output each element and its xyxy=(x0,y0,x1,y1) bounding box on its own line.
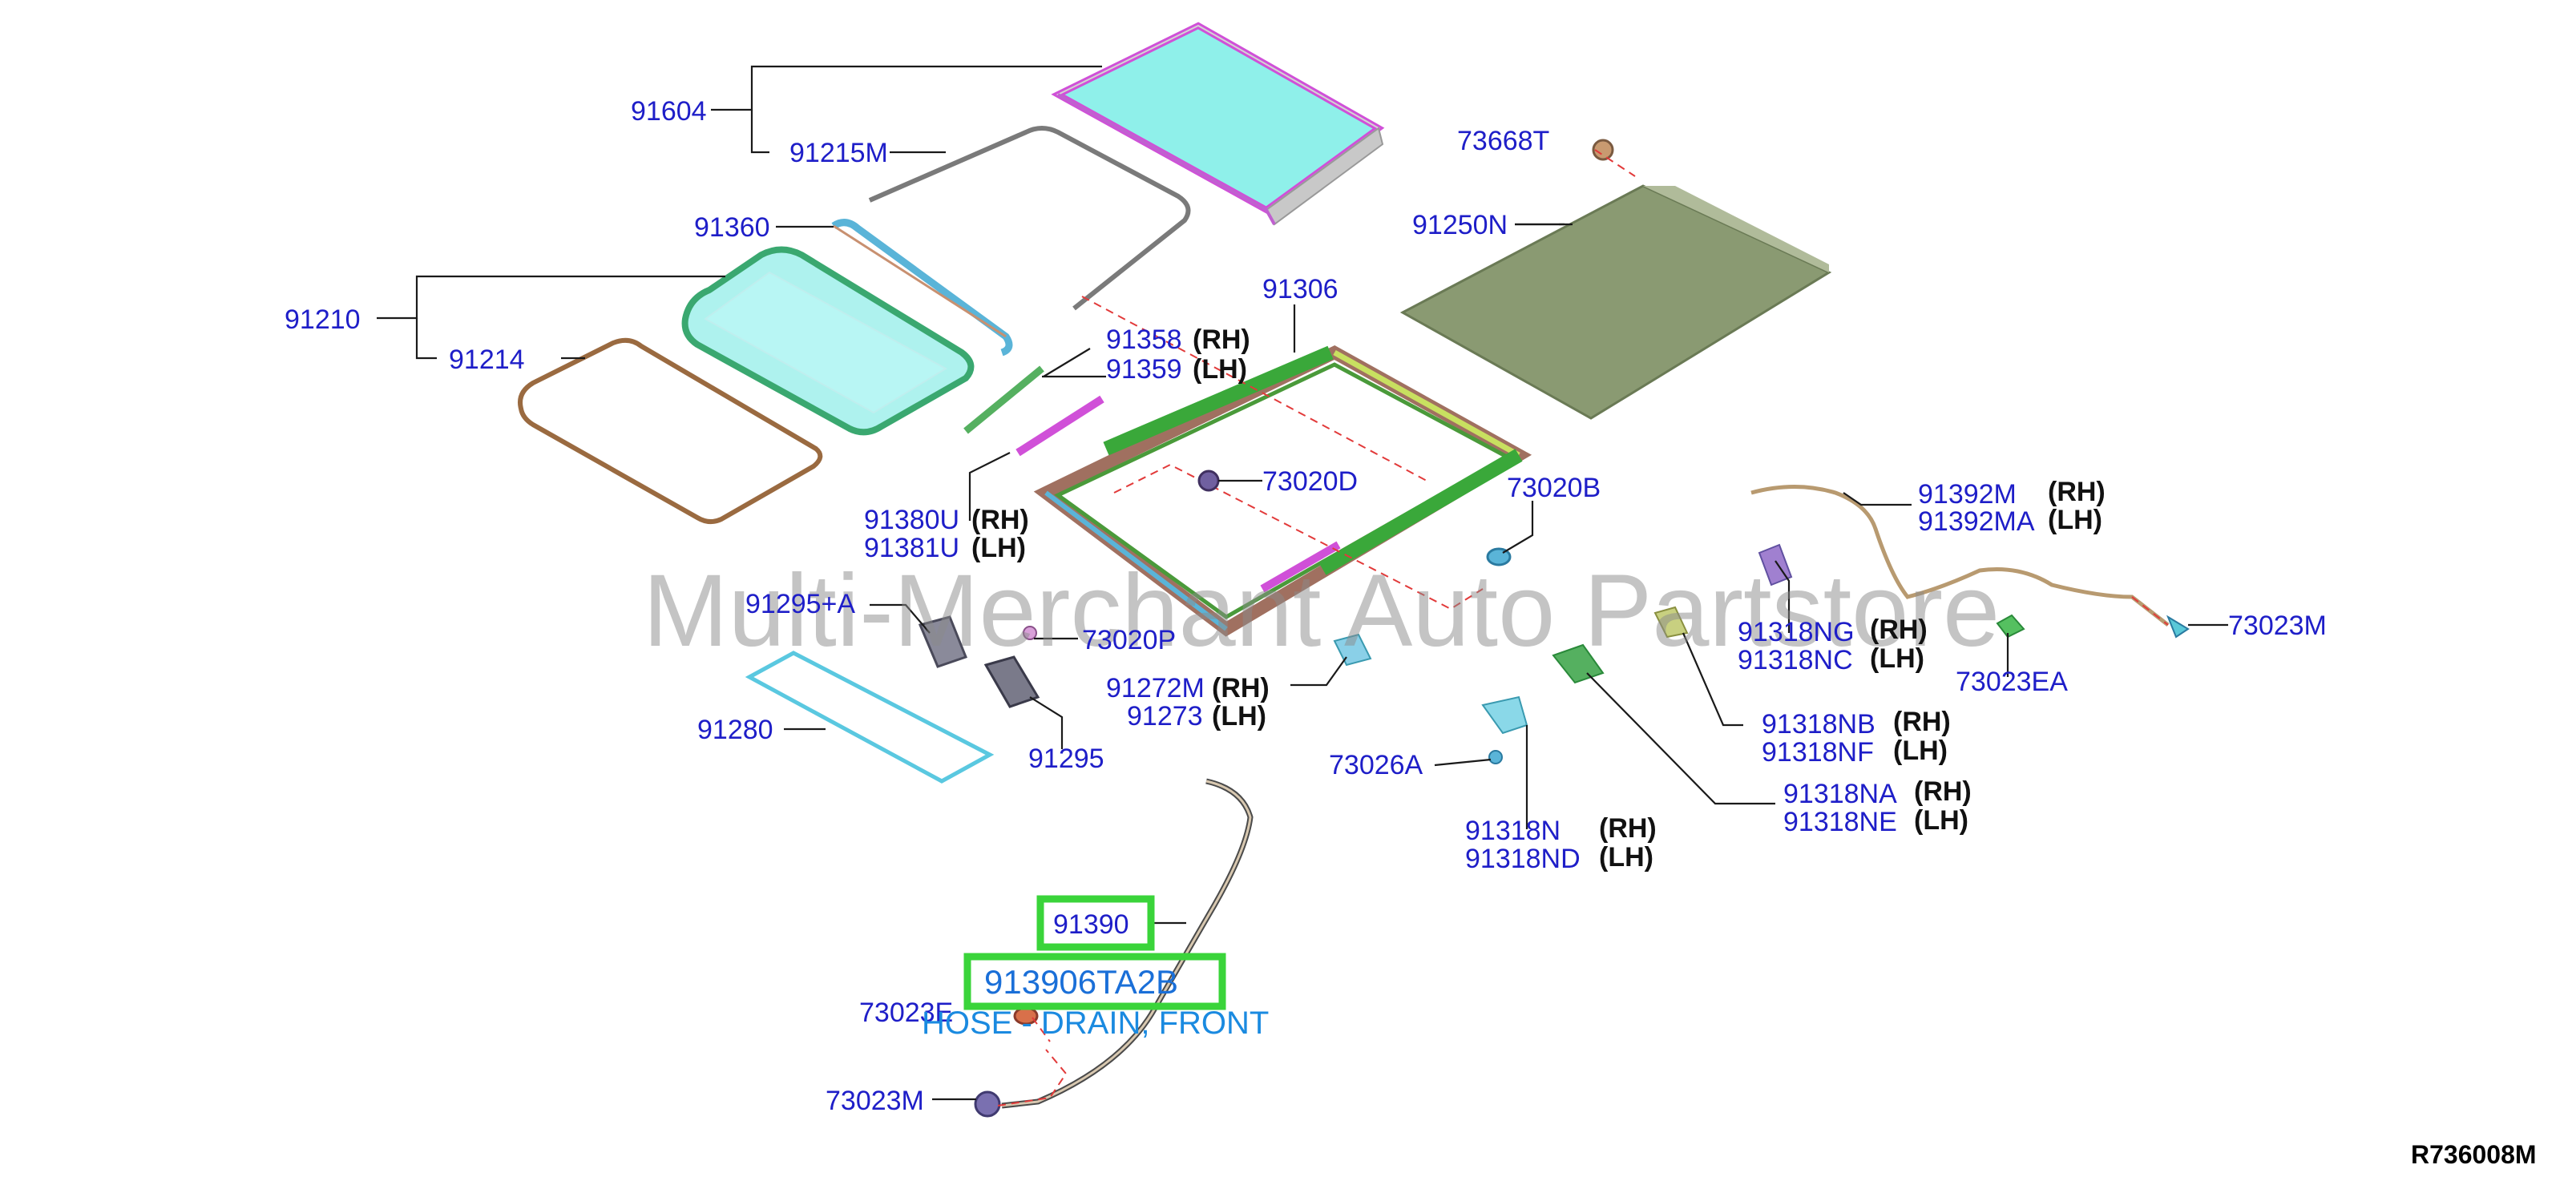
callout-91390[interactable]: 91390 xyxy=(1053,909,1129,940)
part-motor-91295 xyxy=(983,655,1040,708)
side-label-lh: (LH) xyxy=(971,533,1026,563)
callout-73020b[interactable]: 73020B xyxy=(1507,473,1601,503)
side-label-lh: (LH) xyxy=(1893,736,1948,766)
side-label-lh: (LH) xyxy=(1870,643,1924,674)
callout-73023e[interactable]: 73023E xyxy=(859,998,953,1028)
callout-91272m[interactable]: 91272M xyxy=(1106,673,1205,703)
part-front-drain-hose xyxy=(1001,778,1254,1109)
callout-91380u[interactable]: 91380U xyxy=(864,505,959,535)
part-bracket-91318na xyxy=(1552,643,1605,684)
callout-91318nf[interactable]: 91318NF xyxy=(1762,737,1874,768)
callout-73020p[interactable]: 73020P xyxy=(1082,625,1176,655)
part-moving-glass xyxy=(681,246,975,436)
part-sunshade-91250n xyxy=(1399,184,1832,420)
part-clip-73023m-right xyxy=(2166,615,2190,639)
part-bolt-73020d xyxy=(1197,470,1220,492)
callout-73023ea[interactable]: 73023EA xyxy=(1956,667,2068,697)
callout-91250n[interactable]: 91250N xyxy=(1412,210,1508,240)
side-label-rh: (RH) xyxy=(1893,707,1951,737)
highlighted-part-number[interactable]: 913906TA2B xyxy=(984,963,1178,1001)
side-label-lh: (LH) xyxy=(1599,842,1653,873)
part-rear-drain-hose xyxy=(1750,485,2170,627)
part-bracket-91318ng xyxy=(1758,543,1793,586)
side-label-rh: (RH) xyxy=(1914,776,1972,807)
side-label-lh: (LH) xyxy=(2048,505,2102,535)
part-bracket-91272m xyxy=(1333,633,1372,667)
part-rail-91358 xyxy=(963,365,1044,434)
part-weatherstrip-91215m xyxy=(868,126,1191,311)
callout-91392ma[interactable]: 91392MA xyxy=(1918,506,2035,537)
part-screw-73020p xyxy=(1023,626,1037,640)
callout-91358[interactable]: 91358 xyxy=(1106,324,1182,355)
callout-91318nb[interactable]: 91318NB xyxy=(1762,709,1875,740)
callout-91318na[interactable]: 91318NA xyxy=(1783,779,1897,809)
callout-91215m[interactable]: 91215M xyxy=(789,138,888,168)
side-label-rh: (RH) xyxy=(1599,813,1657,844)
callout-73668t[interactable]: 73668T xyxy=(1457,126,1549,156)
side-label-rh: (RH) xyxy=(971,505,1029,535)
callout-91318n[interactable]: 91318N xyxy=(1465,816,1561,846)
part-deflector-91360 xyxy=(831,219,1013,357)
callout-91318nc[interactable]: 91318NC xyxy=(1738,645,1853,675)
callout-91392m[interactable]: 91392M xyxy=(1918,479,2017,510)
callout-73020d[interactable]: 73020D xyxy=(1262,466,1358,497)
part-guide-91380u xyxy=(1015,395,1104,457)
callout-91214[interactable]: 91214 xyxy=(449,345,525,375)
callout-91295[interactable]: 91295 xyxy=(1028,744,1104,774)
callout-91318ng[interactable]: 91318NG xyxy=(1738,617,1855,647)
part-outer-glass xyxy=(1051,22,1385,226)
watermark: Multi-Merchant Auto Partstore xyxy=(643,554,2000,668)
highlighted-part-description: HOSE - DRAIN, FRONT xyxy=(922,1006,1269,1041)
callout-91604[interactable]: 91604 xyxy=(631,96,707,127)
part-clip-73026a xyxy=(1488,750,1503,764)
callout-91280[interactable]: 91280 xyxy=(697,715,773,745)
part-clip-73023ea xyxy=(1996,614,2025,639)
part-bracket-91318nb xyxy=(1653,606,1689,639)
part-bushing-73668t xyxy=(1592,139,1614,161)
callout-91360[interactable]: 91360 xyxy=(694,212,770,243)
part-frame-91306 xyxy=(1033,296,1532,637)
side-label-rh: (RH) xyxy=(2048,477,2106,507)
side-label-rh: (RH) xyxy=(1212,673,1270,703)
part-seal-91280 xyxy=(745,651,995,784)
callout-73026a[interactable]: 73026A xyxy=(1329,750,1423,780)
highlight-box-part-number xyxy=(963,953,1226,1010)
part-bracket-91318n xyxy=(1481,695,1528,735)
side-label-rh: (RH) xyxy=(1870,615,1928,645)
highlight-box-91390 xyxy=(1036,895,1155,951)
callout-73023m-left[interactable]: 73023M xyxy=(826,1086,924,1116)
side-label-lh: (LH) xyxy=(1914,805,1968,836)
callout-91273[interactable]: 91273 xyxy=(1127,701,1203,732)
side-label-lh: (LH) xyxy=(1212,701,1266,732)
callout-91359[interactable]: 91359 xyxy=(1106,354,1182,385)
diagram-reference-code: R736008M xyxy=(2411,1140,2537,1169)
side-label-lh: (LH) xyxy=(1193,354,1247,385)
callout-91306[interactable]: 91306 xyxy=(1262,274,1338,304)
part-motor-91295a xyxy=(918,615,967,668)
callout-91318ne[interactable]: 91318NE xyxy=(1783,807,1897,837)
part-clip-73023m-left xyxy=(974,1090,1001,1118)
part-glass-seal-91214 xyxy=(518,337,823,524)
callout-91295a[interactable]: 91295+A xyxy=(745,589,855,619)
leader-lines xyxy=(377,65,2228,1106)
side-label-rh: (RH) xyxy=(1193,324,1250,355)
callout-91381u[interactable]: 91381U xyxy=(864,533,959,563)
callout-73023m-right[interactable]: 73023M xyxy=(2228,611,2327,641)
callout-91318nd[interactable]: 91318ND xyxy=(1465,844,1581,874)
callout-91210[interactable]: 91210 xyxy=(285,304,361,335)
